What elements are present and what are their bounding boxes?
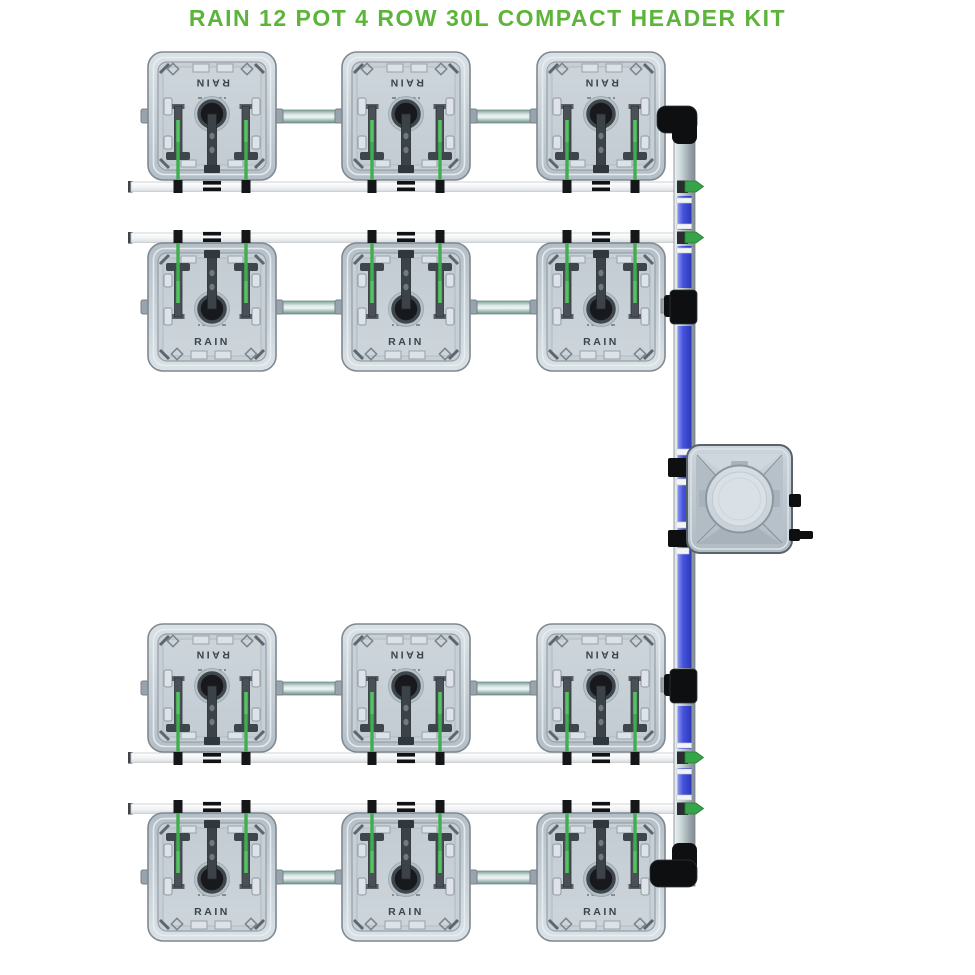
tee-fitting-row-2 bbox=[660, 289, 698, 325]
pot-brand-label: RAIN bbox=[388, 336, 424, 348]
pipe-blue-segment bbox=[677, 326, 692, 668]
pot bbox=[333, 228, 479, 373]
pot bbox=[528, 228, 674, 373]
tee-fitting-row-3 bbox=[660, 668, 698, 704]
pot bbox=[139, 228, 285, 373]
pot-brand-label: RAIN bbox=[583, 77, 619, 89]
rail-end-cap bbox=[128, 752, 133, 764]
pot-brand-label: RAIN bbox=[194, 77, 230, 89]
header-bevel bbox=[690, 448, 789, 550]
pot-brand-label: RAIN bbox=[194, 649, 230, 661]
rail-connectors-green bbox=[684, 180, 705, 815]
rail-junction-connector bbox=[677, 231, 688, 244]
header-port-upper bbox=[789, 494, 801, 507]
pot-brand-label: RAIN bbox=[194, 906, 230, 918]
pipe-blue-segment bbox=[677, 246, 692, 288]
pot-brand-labels: RAIN RAIN RAIN RAIN RAIN RAIN RAIN RAIN … bbox=[194, 77, 619, 919]
rail-end-cap bbox=[128, 232, 133, 244]
black-fittings bbox=[649, 105, 698, 888]
header-lid-inner bbox=[712, 471, 767, 527]
pot bbox=[333, 622, 479, 767]
product-title: RAIN 12 POT 4 ROW 30L COMPACT HEADER KIT bbox=[188, 5, 787, 31]
green-rail-connector bbox=[684, 180, 705, 193]
green-rail-connector bbox=[684, 751, 705, 764]
pot bbox=[528, 50, 674, 195]
header-port-stem bbox=[798, 531, 813, 539]
pipe-blue-segment bbox=[677, 196, 692, 230]
pot-brand-label: RAIN bbox=[194, 336, 230, 348]
pot bbox=[333, 50, 479, 195]
pot-brand-label: RAIN bbox=[583, 649, 619, 661]
pipe-blue-segment bbox=[677, 768, 692, 799]
header-lid-ring bbox=[718, 477, 761, 521]
pot-brand-label: RAIN bbox=[583, 336, 619, 348]
rail-junctions bbox=[677, 180, 688, 815]
rail-end-cap bbox=[128, 181, 133, 193]
elbow-fitting-bottom bbox=[649, 843, 698, 888]
header-port-lower bbox=[789, 529, 800, 541]
pot bbox=[528, 622, 674, 767]
header-seams bbox=[696, 454, 783, 544]
feed-pipes bbox=[211, 109, 681, 885]
pot-brand-label: RAIN bbox=[388, 77, 424, 89]
rail-end-cap bbox=[128, 803, 133, 815]
rail-junction-connector bbox=[677, 802, 688, 815]
green-rail-connector bbox=[684, 231, 705, 244]
rail-junction-connector bbox=[677, 180, 688, 193]
pipe-blue-segment bbox=[677, 706, 692, 749]
rail-junction-connector bbox=[677, 751, 688, 764]
pot-brand-label: RAIN bbox=[388, 906, 424, 918]
pot bbox=[139, 798, 285, 943]
pot-brand-label: RAIN bbox=[583, 906, 619, 918]
header-unit bbox=[686, 444, 813, 554]
pot bbox=[139, 50, 285, 195]
pot bbox=[139, 622, 285, 767]
green-rail-connector bbox=[684, 802, 705, 815]
pot-brand-label: RAIN bbox=[388, 649, 424, 661]
pot bbox=[333, 798, 479, 943]
elbow-fitting-top bbox=[656, 105, 698, 144]
